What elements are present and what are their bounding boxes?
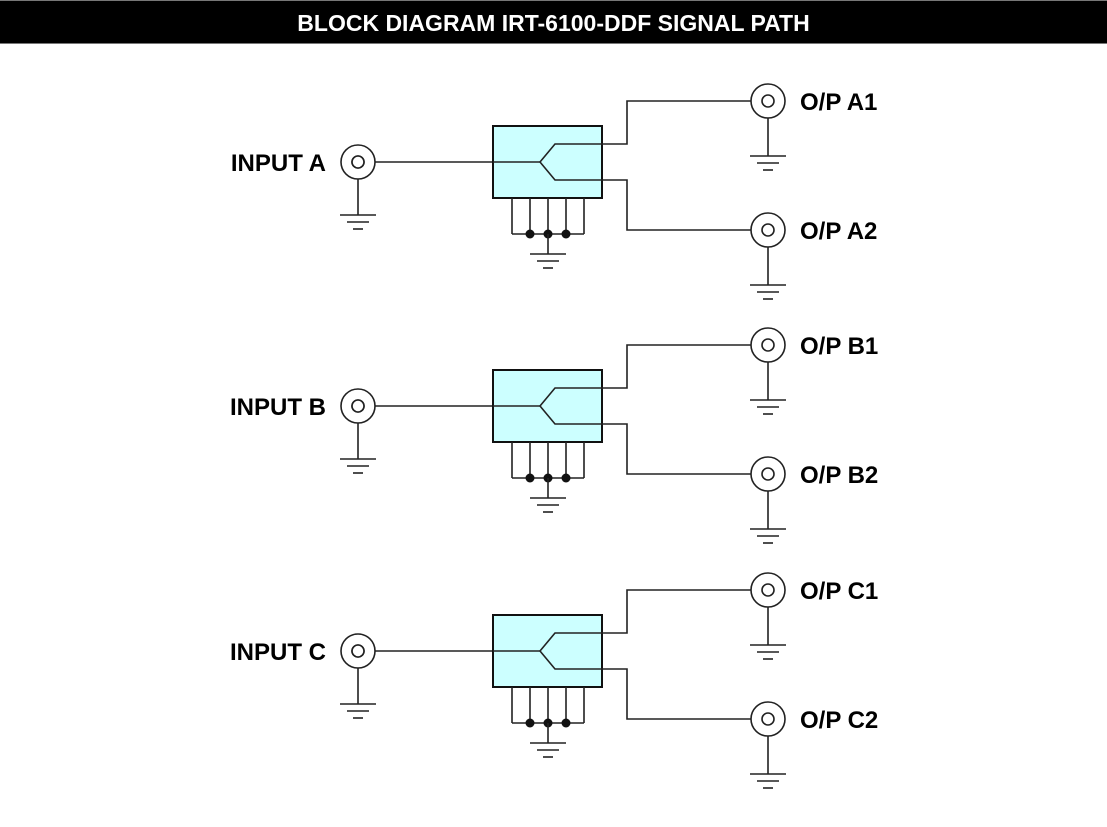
connector-center-pin: [761, 223, 775, 237]
connector-center-pin: [761, 583, 775, 597]
output-2-wire: [539, 161, 752, 231]
output-label: O/P A1: [800, 89, 877, 116]
output-connector-icon: [750, 456, 786, 492]
output-1-wire: [539, 589, 752, 652]
output-1-wire: [539, 100, 752, 163]
input-label: INPUT C: [230, 639, 326, 666]
connector-center-pin: [351, 644, 365, 658]
junction-dot: [525, 473, 535, 483]
channel-b: INPUT B O/P B1 O/P B2: [230, 327, 878, 544]
output-2-wire: [539, 405, 752, 475]
input-ground-icon: [340, 703, 376, 719]
connector-center-pin: [761, 467, 775, 481]
output-ground-icon: [750, 644, 786, 660]
junction-dot: [561, 718, 571, 728]
output-ground-icon: [750, 399, 786, 415]
channel-a: INPUT A O/P A1 O/P A2: [231, 83, 877, 300]
output-label: O/P B2: [800, 462, 878, 489]
input-ground-icon: [340, 214, 376, 230]
output-connector-icon: [750, 701, 786, 737]
connector-center-pin: [351, 399, 365, 413]
output-1-wire: [539, 344, 752, 407]
input-label: INPUT A: [231, 150, 326, 177]
junction-dot: [561, 229, 571, 239]
connector-center-pin: [761, 94, 775, 108]
output-label: O/P A2: [800, 218, 877, 245]
connector-center-pin: [761, 712, 775, 726]
output-connector-icon: [750, 327, 786, 363]
output-ground-icon: [750, 284, 786, 300]
connector-center-pin: [351, 155, 365, 169]
output-label: O/P C1: [800, 578, 878, 605]
connector-center-pin: [761, 338, 775, 352]
output-connector-icon: [750, 83, 786, 119]
diagram-title: BLOCK DIAGRAM IRT-6100-DDF SIGNAL PATH: [0, 0, 1107, 44]
input-label: INPUT B: [230, 394, 326, 421]
block-ground-icon: [530, 497, 566, 513]
output-ground-icon: [750, 773, 786, 789]
junction-dot: [525, 718, 535, 728]
junction-dot: [561, 473, 571, 483]
output-label: O/P B1: [800, 333, 878, 360]
block-ground-icon: [530, 742, 566, 758]
output-ground-icon: [750, 155, 786, 171]
junction-dot: [525, 229, 535, 239]
block-ground-icon: [530, 253, 566, 269]
output-connector-icon: [750, 572, 786, 608]
output-ground-icon: [750, 528, 786, 544]
channel-c: INPUT C O/P C1 O/P C2: [230, 572, 878, 789]
output-connector-icon: [750, 212, 786, 248]
input-ground-icon: [340, 458, 376, 474]
output-label: O/P C2: [800, 707, 878, 734]
output-2-wire: [539, 650, 752, 720]
